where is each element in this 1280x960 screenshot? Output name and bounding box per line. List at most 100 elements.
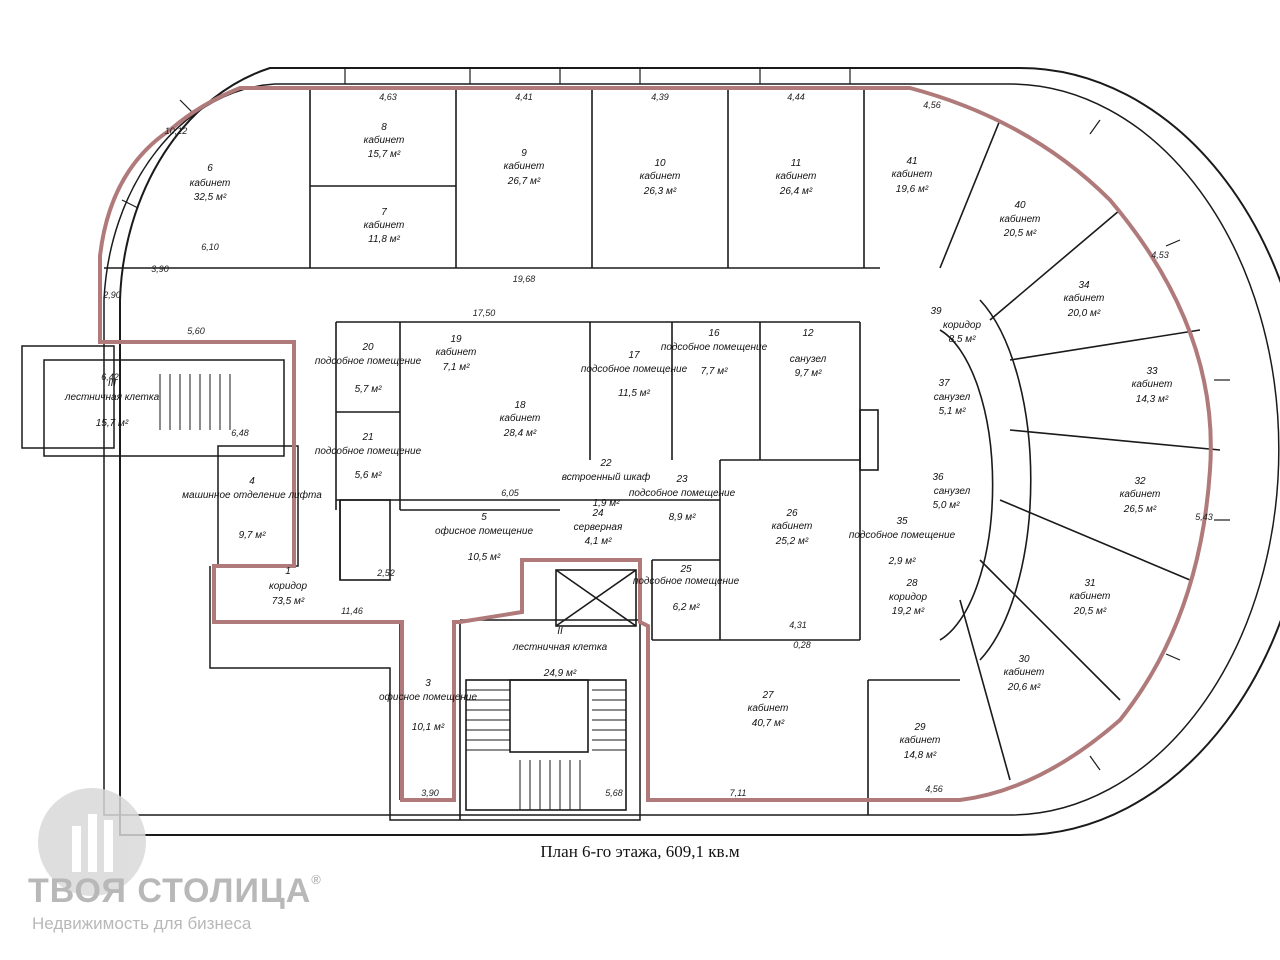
room-label: кабинет <box>1000 213 1041 225</box>
room-label: кабинет <box>364 219 405 231</box>
room-label: кабинет <box>900 734 941 746</box>
room-label: коридор <box>943 320 981 331</box>
highlighted-area-outline <box>98 86 1213 802</box>
room-label: кабинет <box>748 702 789 714</box>
room-label: офисное помещение <box>435 525 534 537</box>
room-label: лестничная клетка <box>64 392 160 403</box>
dimension-label: 0,28 <box>793 640 811 650</box>
room-label: 26,3 м² <box>643 186 677 197</box>
room-label: 73,5 м² <box>272 596 305 607</box>
room-label: 28,4 м² <box>503 428 537 439</box>
room-label: кабинет <box>640 170 681 182</box>
room-label: санузел <box>934 392 971 403</box>
dimension-label: 7,11 <box>730 788 747 798</box>
exterior-walls <box>103 67 1280 836</box>
room-label: 11 <box>791 158 801 169</box>
dimension-label: 4,63 <box>379 92 397 102</box>
room-label: 21 <box>361 432 373 443</box>
room-label: 19,6 м² <box>896 184 929 195</box>
dimension-label: 6,42 <box>101 372 119 382</box>
room-label: 40,7 м² <box>752 718 785 729</box>
dimension-label: 6,05 <box>501 488 520 498</box>
dimension-label: 19,68 <box>513 274 536 284</box>
room-label: 11,5 м² <box>618 388 650 399</box>
room-label: 10 <box>654 158 666 169</box>
room-label: 8,9 м² <box>669 512 697 523</box>
room-label: 20,5 м² <box>1003 228 1037 239</box>
room-label: 14,3 м² <box>1136 394 1169 405</box>
room-label: 34 <box>1078 280 1090 291</box>
dimension-label: 5,43 <box>1195 512 1213 522</box>
room-label: кабинет <box>772 520 813 532</box>
room-label: кабинет <box>1004 666 1045 678</box>
room-label: 9,7 м² <box>795 368 823 379</box>
room-label: 26 <box>785 508 798 519</box>
room-label: кабинет <box>190 177 231 189</box>
room-label: подсобное помещение <box>849 529 956 541</box>
room-label: 19,2 м² <box>892 606 925 617</box>
room-label: 25 <box>679 564 692 575</box>
floor-plan-caption: План 6-го этажа, 609,1 кв.м <box>540 842 740 861</box>
room-label: кабинет <box>892 168 933 180</box>
room-label: 26,7 м² <box>507 176 541 187</box>
room-label: 5,0 м² <box>933 500 961 511</box>
room-label: лестничная клетка <box>512 642 608 653</box>
room-label: 40 <box>1014 200 1026 211</box>
room-label: кабинет <box>1132 378 1173 390</box>
room-label: кабинет <box>436 346 477 358</box>
room-label: 3 <box>425 678 431 689</box>
room-label: 31 <box>1084 578 1095 589</box>
room-label: подсобное помещение <box>581 363 688 375</box>
dimension-label: 3,90 <box>421 788 439 798</box>
stair-hall-III <box>159 374 231 430</box>
room-label: 29 <box>913 722 926 733</box>
room-label: 22 <box>599 458 612 469</box>
dimension-labels: 4,63 4,41 4,39 4,44 4,56 10,12 19,68 17,… <box>101 92 1213 798</box>
room-label: подсобное помещение <box>315 355 422 367</box>
room-label: 25,2 м² <box>775 536 809 547</box>
room-labels: 6 кабинет 32,5 м² 8 кабинет 15,7 м² 7 ка… <box>64 122 1173 761</box>
room-label: 26,4 м² <box>779 186 813 197</box>
dimension-label: 5,60 <box>187 326 205 336</box>
building-logo-icon <box>38 788 146 896</box>
room-label: кабинет <box>504 160 545 172</box>
brand-watermark: ТВОЯ СТОЛИЦА® Недвижимость для бизнеса <box>28 788 388 938</box>
left-annex-walls <box>21 345 641 821</box>
room-label: 8,5 м² <box>949 334 977 345</box>
room-label: 4 <box>249 476 255 487</box>
room-label: 26,5 м² <box>1123 504 1157 515</box>
room-label: подсобное помещение <box>661 341 768 353</box>
room-label: 37 <box>938 378 950 389</box>
dimension-label: 2,52 <box>376 568 395 578</box>
room-label: 19 <box>450 334 462 345</box>
room-label: серверная <box>574 522 623 533</box>
room-label: 11,8 м² <box>368 234 400 245</box>
room-label: 5,6 м² <box>355 470 383 481</box>
brand-name: ТВОЯ СТОЛИЦА® <box>28 872 322 910</box>
dimension-label: 4,41 <box>515 92 533 102</box>
dimension-label: 6,48 <box>231 428 249 438</box>
room-label: подсобное помещение <box>633 575 740 587</box>
room-label: 6 <box>207 163 213 174</box>
room-label: кабинет <box>1070 590 1111 602</box>
dimension-label: 4,53 <box>1151 250 1169 260</box>
dimension-label: 5,68 <box>605 788 623 798</box>
room-label: 1 <box>285 566 291 577</box>
room-label: 5,1 м² <box>939 406 967 417</box>
room-label: санузел <box>790 354 827 365</box>
room-label: кабинет <box>1120 488 1161 500</box>
room-label: 10,1 м² <box>412 722 445 733</box>
room-label: санузел <box>934 486 971 497</box>
room-label: 6,2 м² <box>673 602 701 613</box>
room-label: офисное помещение <box>379 691 478 703</box>
room-label: кабинет <box>500 412 541 424</box>
dimension-label: 3,90 <box>151 264 169 274</box>
room-label: 5,7 м² <box>355 384 383 395</box>
room-label: коридор <box>889 592 927 603</box>
room-label: 35 <box>896 516 908 527</box>
room-label: 33 <box>1146 366 1158 377</box>
room-label: 32 <box>1134 476 1146 487</box>
dimension-label: 2,90 <box>102 290 121 300</box>
dimension-label: 10,12 <box>165 126 188 136</box>
